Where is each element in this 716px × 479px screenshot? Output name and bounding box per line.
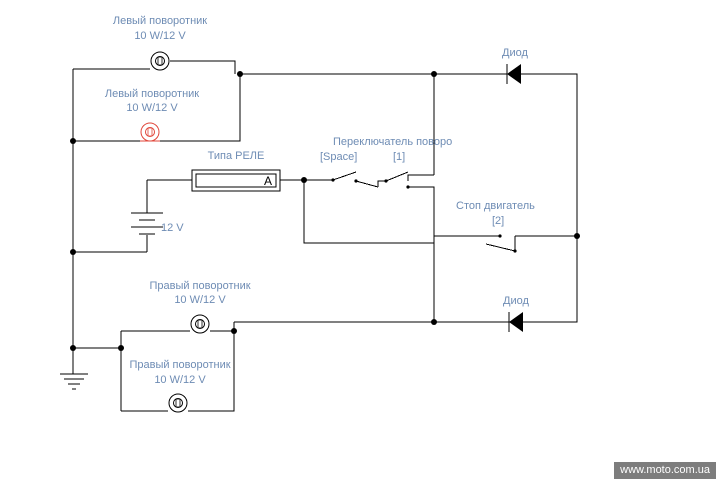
- bulb-icon: [190, 314, 210, 334]
- junction-node: [70, 345, 76, 351]
- lamp-left-top[interactable]: [150, 51, 170, 71]
- bulb-icon: [150, 51, 170, 71]
- lamp-left-bottom-label: Левый поворотник: [105, 88, 199, 100]
- lamp-left-bottom[interactable]: [140, 122, 160, 142]
- diode-top[interactable]: [506, 64, 521, 84]
- junction-node: [70, 249, 76, 255]
- lamp-right-bottom-rating: 10 W/12 V: [154, 374, 206, 386]
- lamp-left-top-label: Левый поворотник: [113, 15, 207, 27]
- battery-voltage-label: 12 V: [161, 222, 184, 234]
- junction-nodes: [70, 71, 580, 351]
- diode-icon: [507, 64, 521, 84]
- junction-node: [431, 71, 437, 77]
- switch-label: Переключатель поворо: [333, 136, 452, 148]
- battery-icon[interactable]: [131, 212, 163, 235]
- lamp-left-bottom-rating: 10 W/12 V: [126, 102, 178, 114]
- bulb-icon: [140, 122, 160, 142]
- wires: [60, 60, 578, 412]
- lamp-right-bottom[interactable]: [168, 393, 188, 413]
- lamp-left-top-rating: 10 W/12 V: [134, 30, 186, 42]
- lamp-right-top[interactable]: [190, 314, 210, 334]
- bulb-icon: [168, 393, 188, 413]
- diode-icon: [509, 312, 523, 332]
- relay-label: Типа РЕЛЕ: [208, 150, 265, 162]
- switch-key-1-label: [1]: [393, 151, 405, 163]
- diode-bottom[interactable]: [508, 312, 523, 332]
- lamp-right-top-label: Правый поворотник: [149, 280, 250, 292]
- lamp-right-top-rating: 10 W/12 V: [174, 294, 226, 306]
- switch-key-space-label: [Space]: [320, 151, 357, 163]
- stop-switch-key-label: [2]: [492, 215, 504, 227]
- junction-node: [301, 177, 307, 183]
- changeover-switch[interactable]: [331, 171, 410, 189]
- stop-switch[interactable]: [485, 234, 517, 253]
- relay-component[interactable]: A: [191, 169, 281, 192]
- junction-node: [574, 233, 580, 239]
- junction-node: [70, 138, 76, 144]
- relay-symbol: A: [264, 174, 272, 188]
- junction-node: [231, 328, 237, 334]
- diode-top-label: Диод: [502, 47, 528, 59]
- junction-node: [431, 319, 437, 325]
- junction-node: [237, 71, 243, 77]
- diode-bottom-label: Диод: [503, 295, 529, 307]
- junction-node: [118, 345, 124, 351]
- site-watermark: www.moto.com.ua: [614, 462, 716, 479]
- stop-switch-label: Стоп двигатель: [456, 200, 535, 212]
- lamp-right-bottom-label: Правый поворотник: [129, 359, 230, 371]
